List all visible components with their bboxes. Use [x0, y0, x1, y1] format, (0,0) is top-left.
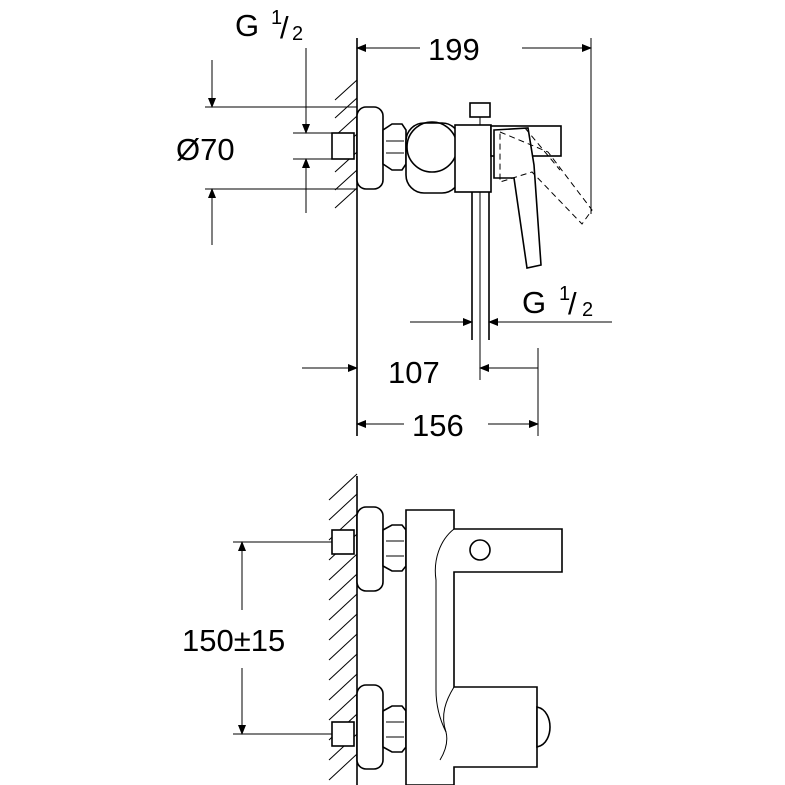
svg-text:G: G [235, 8, 259, 43]
front-view: 150±15 [182, 473, 563, 785]
svg-text:2: 2 [582, 299, 593, 321]
spacing-label: 150±15 [182, 623, 285, 658]
mixer-body-top [405, 122, 461, 194]
escutcheon-top [356, 106, 384, 190]
connection-nipple-lower [331, 721, 355, 747]
body-contour [434, 528, 455, 761]
width-total-label: 199 [428, 32, 480, 67]
hex-nut-top [382, 123, 407, 171]
thread-label-right: G 1 / 2 [522, 283, 593, 321]
thread-label-left: G 1 / 2 [235, 7, 303, 45]
hex-nut-upper [382, 524, 407, 572]
lever-handle-alt [499, 131, 593, 225]
top-view: Ø70 G 1 / 2 199 G 1 / 2 107 [176, 7, 612, 443]
svg-text:/: / [568, 286, 577, 321]
svg-text:2: 2 [292, 23, 303, 45]
diameter-label: Ø70 [176, 132, 235, 167]
escutcheon-lower [356, 684, 384, 770]
connection-nipple-upper [331, 529, 355, 555]
top-knob [469, 102, 491, 118]
body-housing-top [454, 124, 492, 193]
depth-body-label: 156 [412, 408, 464, 443]
lever-handle [493, 127, 542, 269]
connection-nipple-top [331, 132, 355, 160]
svg-text:1: 1 [271, 7, 282, 29]
depth-outlet-label: 107 [388, 355, 440, 390]
diverter-knob [469, 539, 491, 561]
svg-text:1: 1 [559, 283, 570, 305]
hex-nut-lower [382, 705, 407, 753]
svg-text:/: / [280, 10, 289, 45]
svg-text:G: G [522, 285, 546, 320]
escutcheon-upper [356, 506, 384, 592]
outlet-cap [536, 706, 551, 748]
